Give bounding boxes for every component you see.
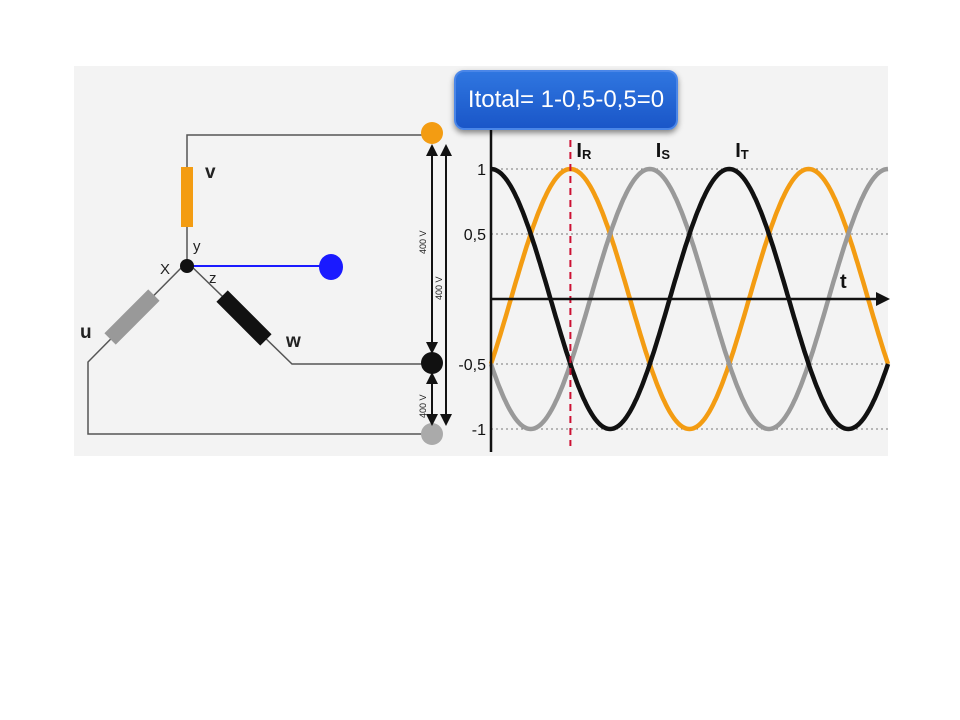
chart-grid: [491, 168, 888, 430]
sine-chart: t 1 0,5 -0,5 -1 IR IS IT: [458, 130, 891, 452]
diagram-panel: [74, 66, 888, 456]
node-x-label: X: [160, 261, 170, 278]
total-current-callout: Itotal= 1-0,5-0,5=0: [454, 70, 678, 130]
winding-v-resistor: [181, 167, 193, 227]
terminal-v: [421, 122, 443, 144]
winding-u-label: u: [80, 322, 92, 343]
star-point-node: [180, 259, 194, 273]
terminal-w: [421, 352, 443, 374]
voltage-indicators: 400 V 400 V 400 V: [418, 144, 452, 426]
wire-u: [87, 261, 432, 435]
winding-u-resistor: [104, 289, 160, 345]
series-label-ir: IR: [576, 140, 592, 162]
series-labels: IR IS IT: [576, 140, 748, 162]
series-line-ir: [488, 166, 891, 432]
y-tick-label: -0,5: [458, 357, 486, 374]
wire-w: [186, 261, 432, 365]
y-tick-label: -1: [472, 422, 486, 439]
terminal-u: [421, 423, 443, 445]
star-circuit: v u w X y z: [80, 122, 443, 445]
x-axis-label: t: [840, 271, 847, 293]
series-label-is: IS: [656, 140, 671, 162]
y-tick-labels: 1 0,5 -0,5 -1: [458, 162, 486, 439]
series-label-it: IT: [735, 140, 749, 162]
neutral-terminal: [319, 254, 343, 280]
winding-v-label: v: [205, 162, 216, 183]
node-y-label: y: [193, 238, 201, 255]
voltage-label-vu: 400 V: [434, 276, 444, 300]
wire-v: [186, 134, 432, 262]
winding-w-label: w: [285, 331, 301, 352]
node-z-label: z: [209, 270, 217, 287]
winding-w-resistor: [216, 290, 272, 346]
y-tick-label: 1: [477, 162, 486, 179]
chart-series: [488, 140, 891, 446]
y-tick-label: 0,5: [464, 227, 486, 244]
voltage-label-vw: 400 V: [418, 230, 428, 254]
total-current-text: Itotal= 1-0,5-0,5=0: [467, 86, 665, 113]
x-axis-arrowhead: [876, 292, 890, 306]
series-line-it: [490, 166, 891, 432]
voltage-label-wu: 400 V: [418, 394, 428, 418]
